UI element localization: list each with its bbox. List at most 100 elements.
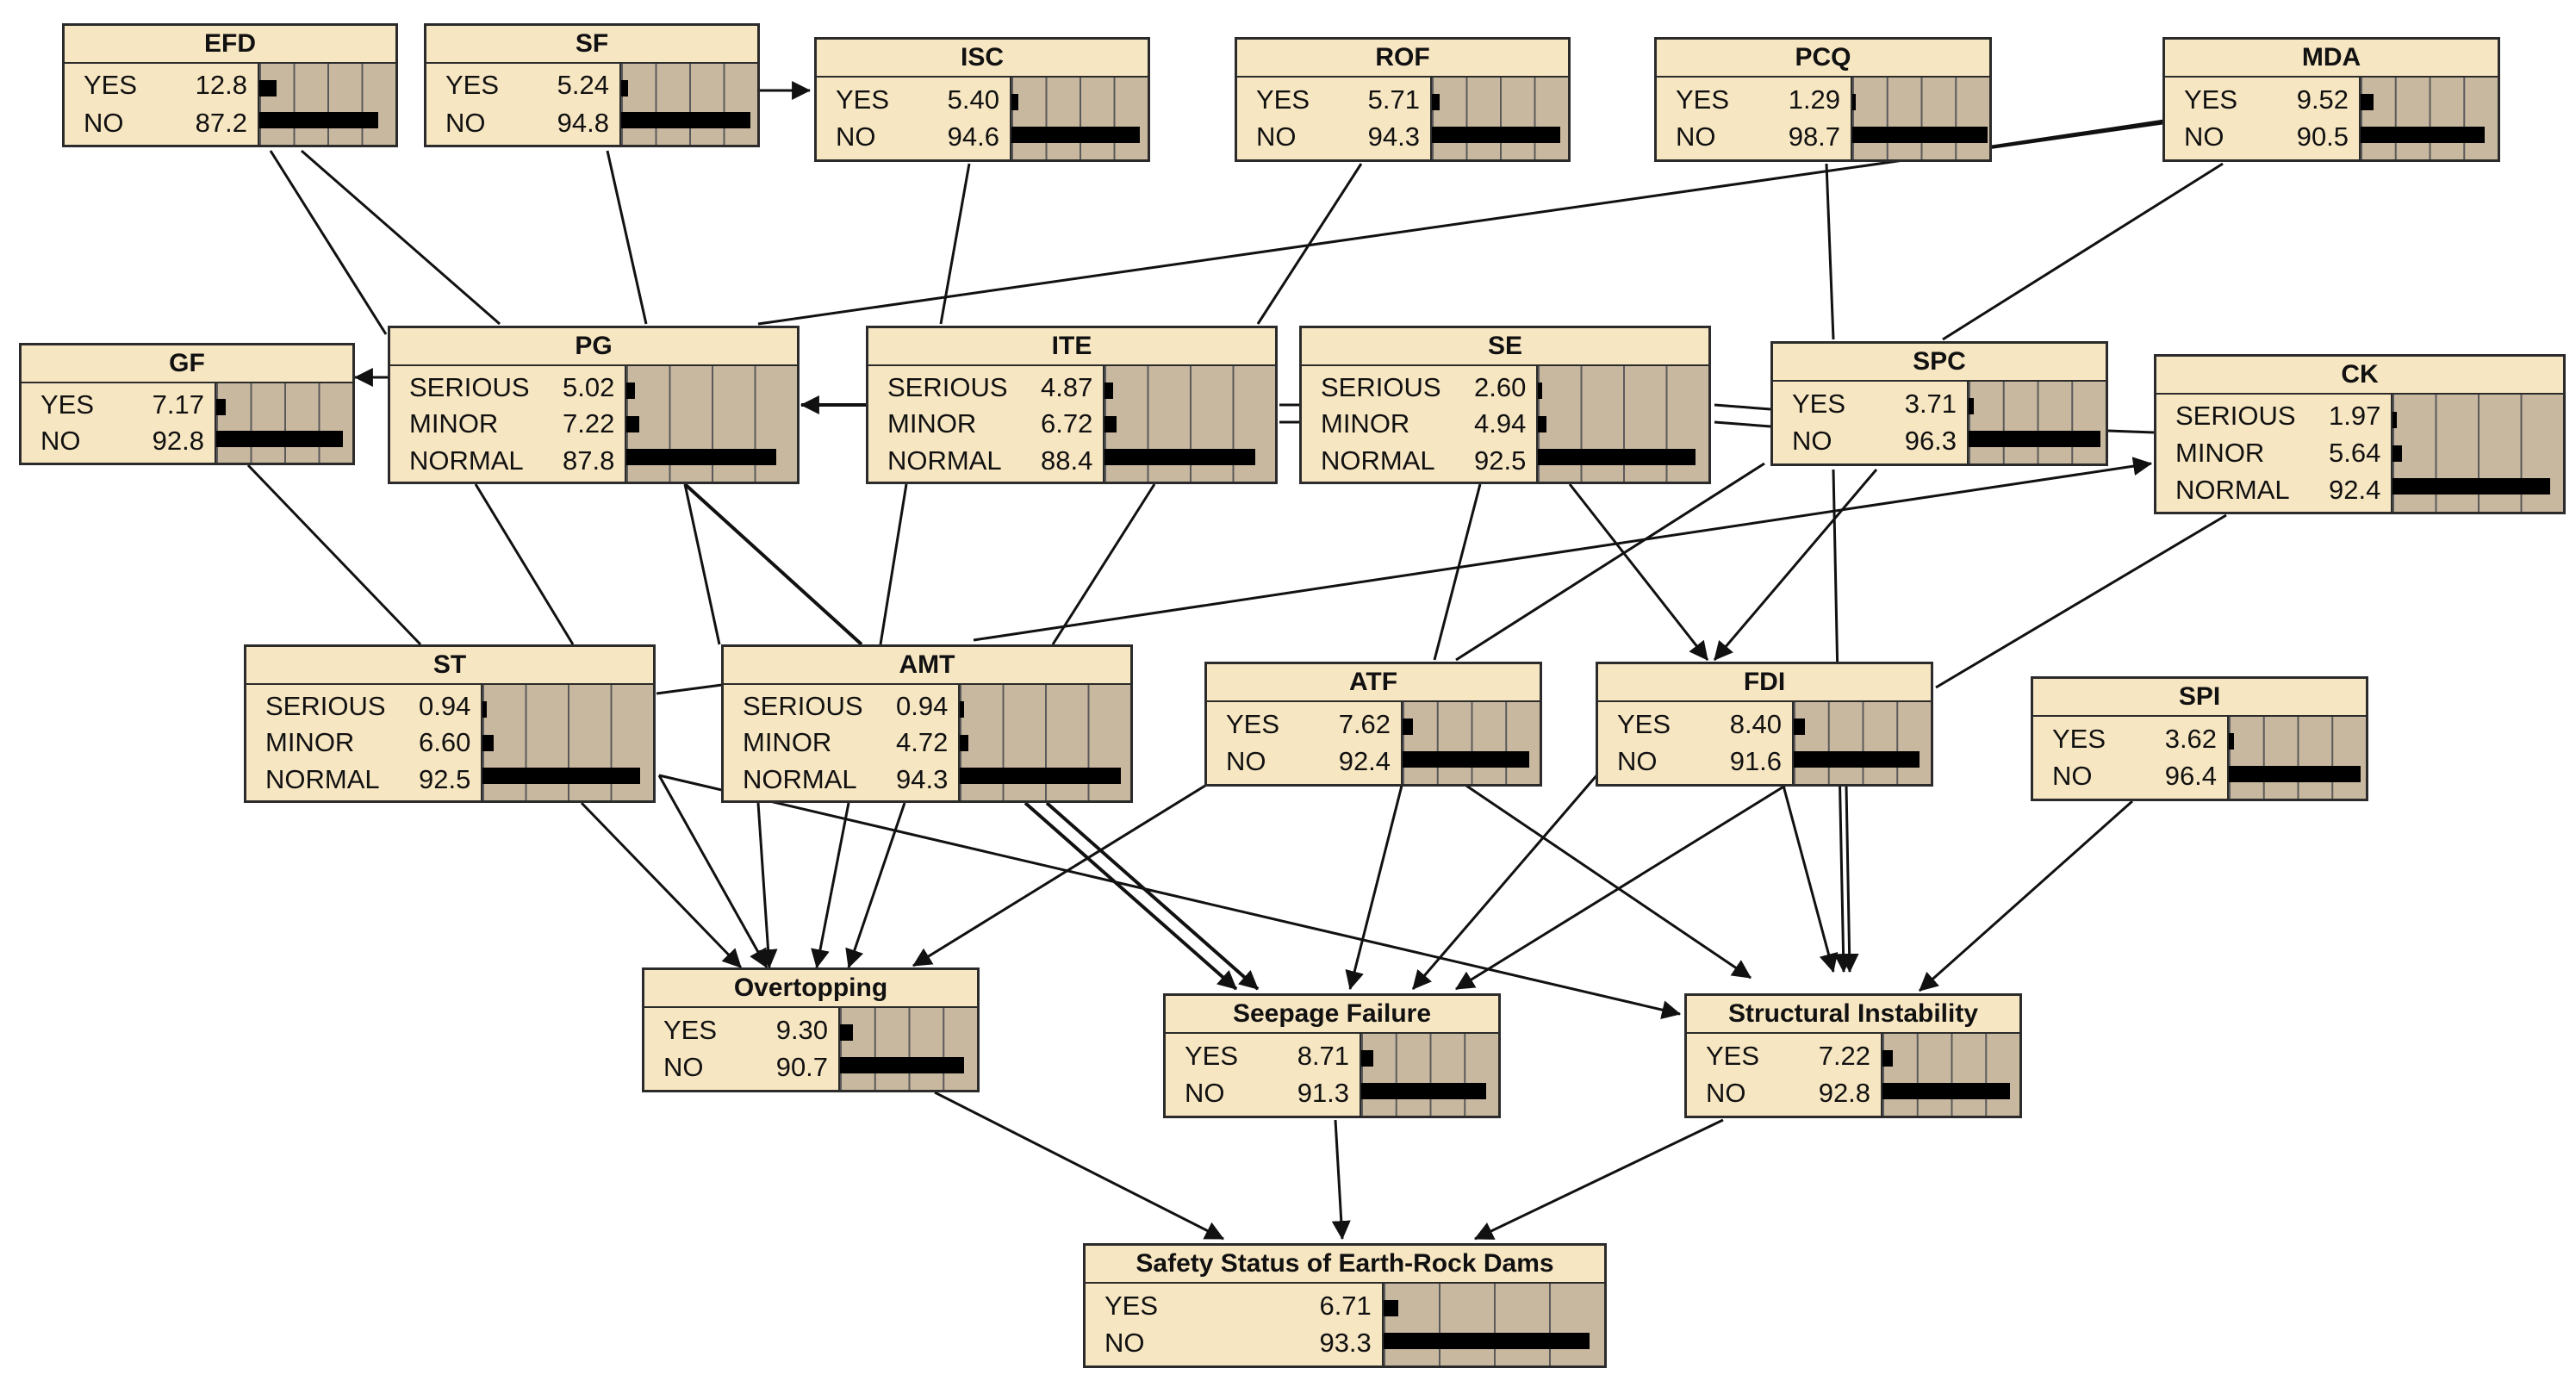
node-title: SE [1302, 328, 1708, 366]
edge-efd-pg [301, 149, 501, 326]
state-value: 94.6 [947, 121, 999, 152]
state-label: SERIOUS [1321, 371, 1441, 402]
edge-fdi-seepage-2 [1455, 784, 1786, 991]
state-label: NO [1706, 1078, 1746, 1109]
belief-bar [960, 767, 1121, 784]
edge-fdi-structural-1 [1782, 785, 1839, 974]
state-value: 98.7 [1788, 121, 1841, 152]
belief-bar [215, 431, 343, 447]
state-label: MINOR [265, 727, 355, 757]
belief-bar [258, 112, 378, 129]
state-value: 9.52 [2296, 84, 2349, 115]
belief-bar [258, 79, 277, 96]
state-value: 7.17 [152, 389, 204, 420]
belief-bar [1852, 127, 1988, 143]
state-label: YES [84, 70, 138, 101]
belief-bar [840, 1024, 853, 1041]
belief-bars [958, 685, 1130, 800]
belief-bars [838, 1008, 977, 1090]
state-label: YES [1676, 84, 1730, 115]
state-label: SERIOUS [2175, 401, 2296, 431]
belief-bar [1538, 415, 1547, 432]
state-label: MINOR [2175, 438, 2265, 468]
state-label: MINOR [1321, 408, 1410, 439]
belief-bar [626, 383, 636, 400]
state-value: 4.94 [1473, 408, 1527, 439]
state-value: 90.7 [775, 1052, 829, 1083]
state-value: 5.02 [562, 371, 615, 402]
edge-spc-fdi [1713, 469, 1878, 661]
state-label: NO [1185, 1078, 1225, 1109]
edge-overtopping-safety [934, 1091, 1224, 1241]
state-label: YES [445, 70, 500, 101]
node-title: ISC [817, 40, 1148, 78]
belief-bars [257, 64, 395, 145]
belief-bar [2361, 127, 2485, 143]
state-row: NO 91.3 [1185, 1078, 1349, 1109]
belief-bar [1538, 383, 1543, 400]
state-label: NORMAL [265, 763, 380, 794]
belief-bar [620, 79, 629, 96]
edge-ck-fdi [1935, 513, 2227, 689]
belief-bar [1403, 751, 1529, 768]
belief-bars [1401, 702, 1540, 784]
state-label: NO [84, 107, 124, 138]
state-value: 91.3 [1297, 1078, 1350, 1109]
edge-pg-st [474, 483, 575, 645]
belief-bar [1882, 1050, 1893, 1067]
edge-fdi-structural-2 [1839, 785, 1859, 974]
state-row: MINOR 4.94 [1321, 408, 1526, 439]
state-label: NORMAL [409, 445, 524, 476]
state-value: 92.8 [1818, 1078, 1871, 1109]
edge-amt-seepage-2 [1045, 801, 1260, 991]
state-value: 12.8 [195, 70, 247, 101]
belief-bar [2392, 445, 2403, 462]
state-label: YES [1104, 1290, 1159, 1321]
state-label: NO [1792, 426, 1832, 457]
state-label: YES [1256, 84, 1310, 115]
state-label: MINOR [409, 408, 499, 439]
state-label: YES [1226, 708, 1280, 739]
state-value: 6.72 [1040, 408, 1093, 439]
belief-bar [482, 734, 495, 751]
state-value: 93.3 [1319, 1328, 1372, 1359]
belief-bar [2392, 411, 2397, 428]
edge-amt-seepage-1 [1024, 801, 1238, 991]
